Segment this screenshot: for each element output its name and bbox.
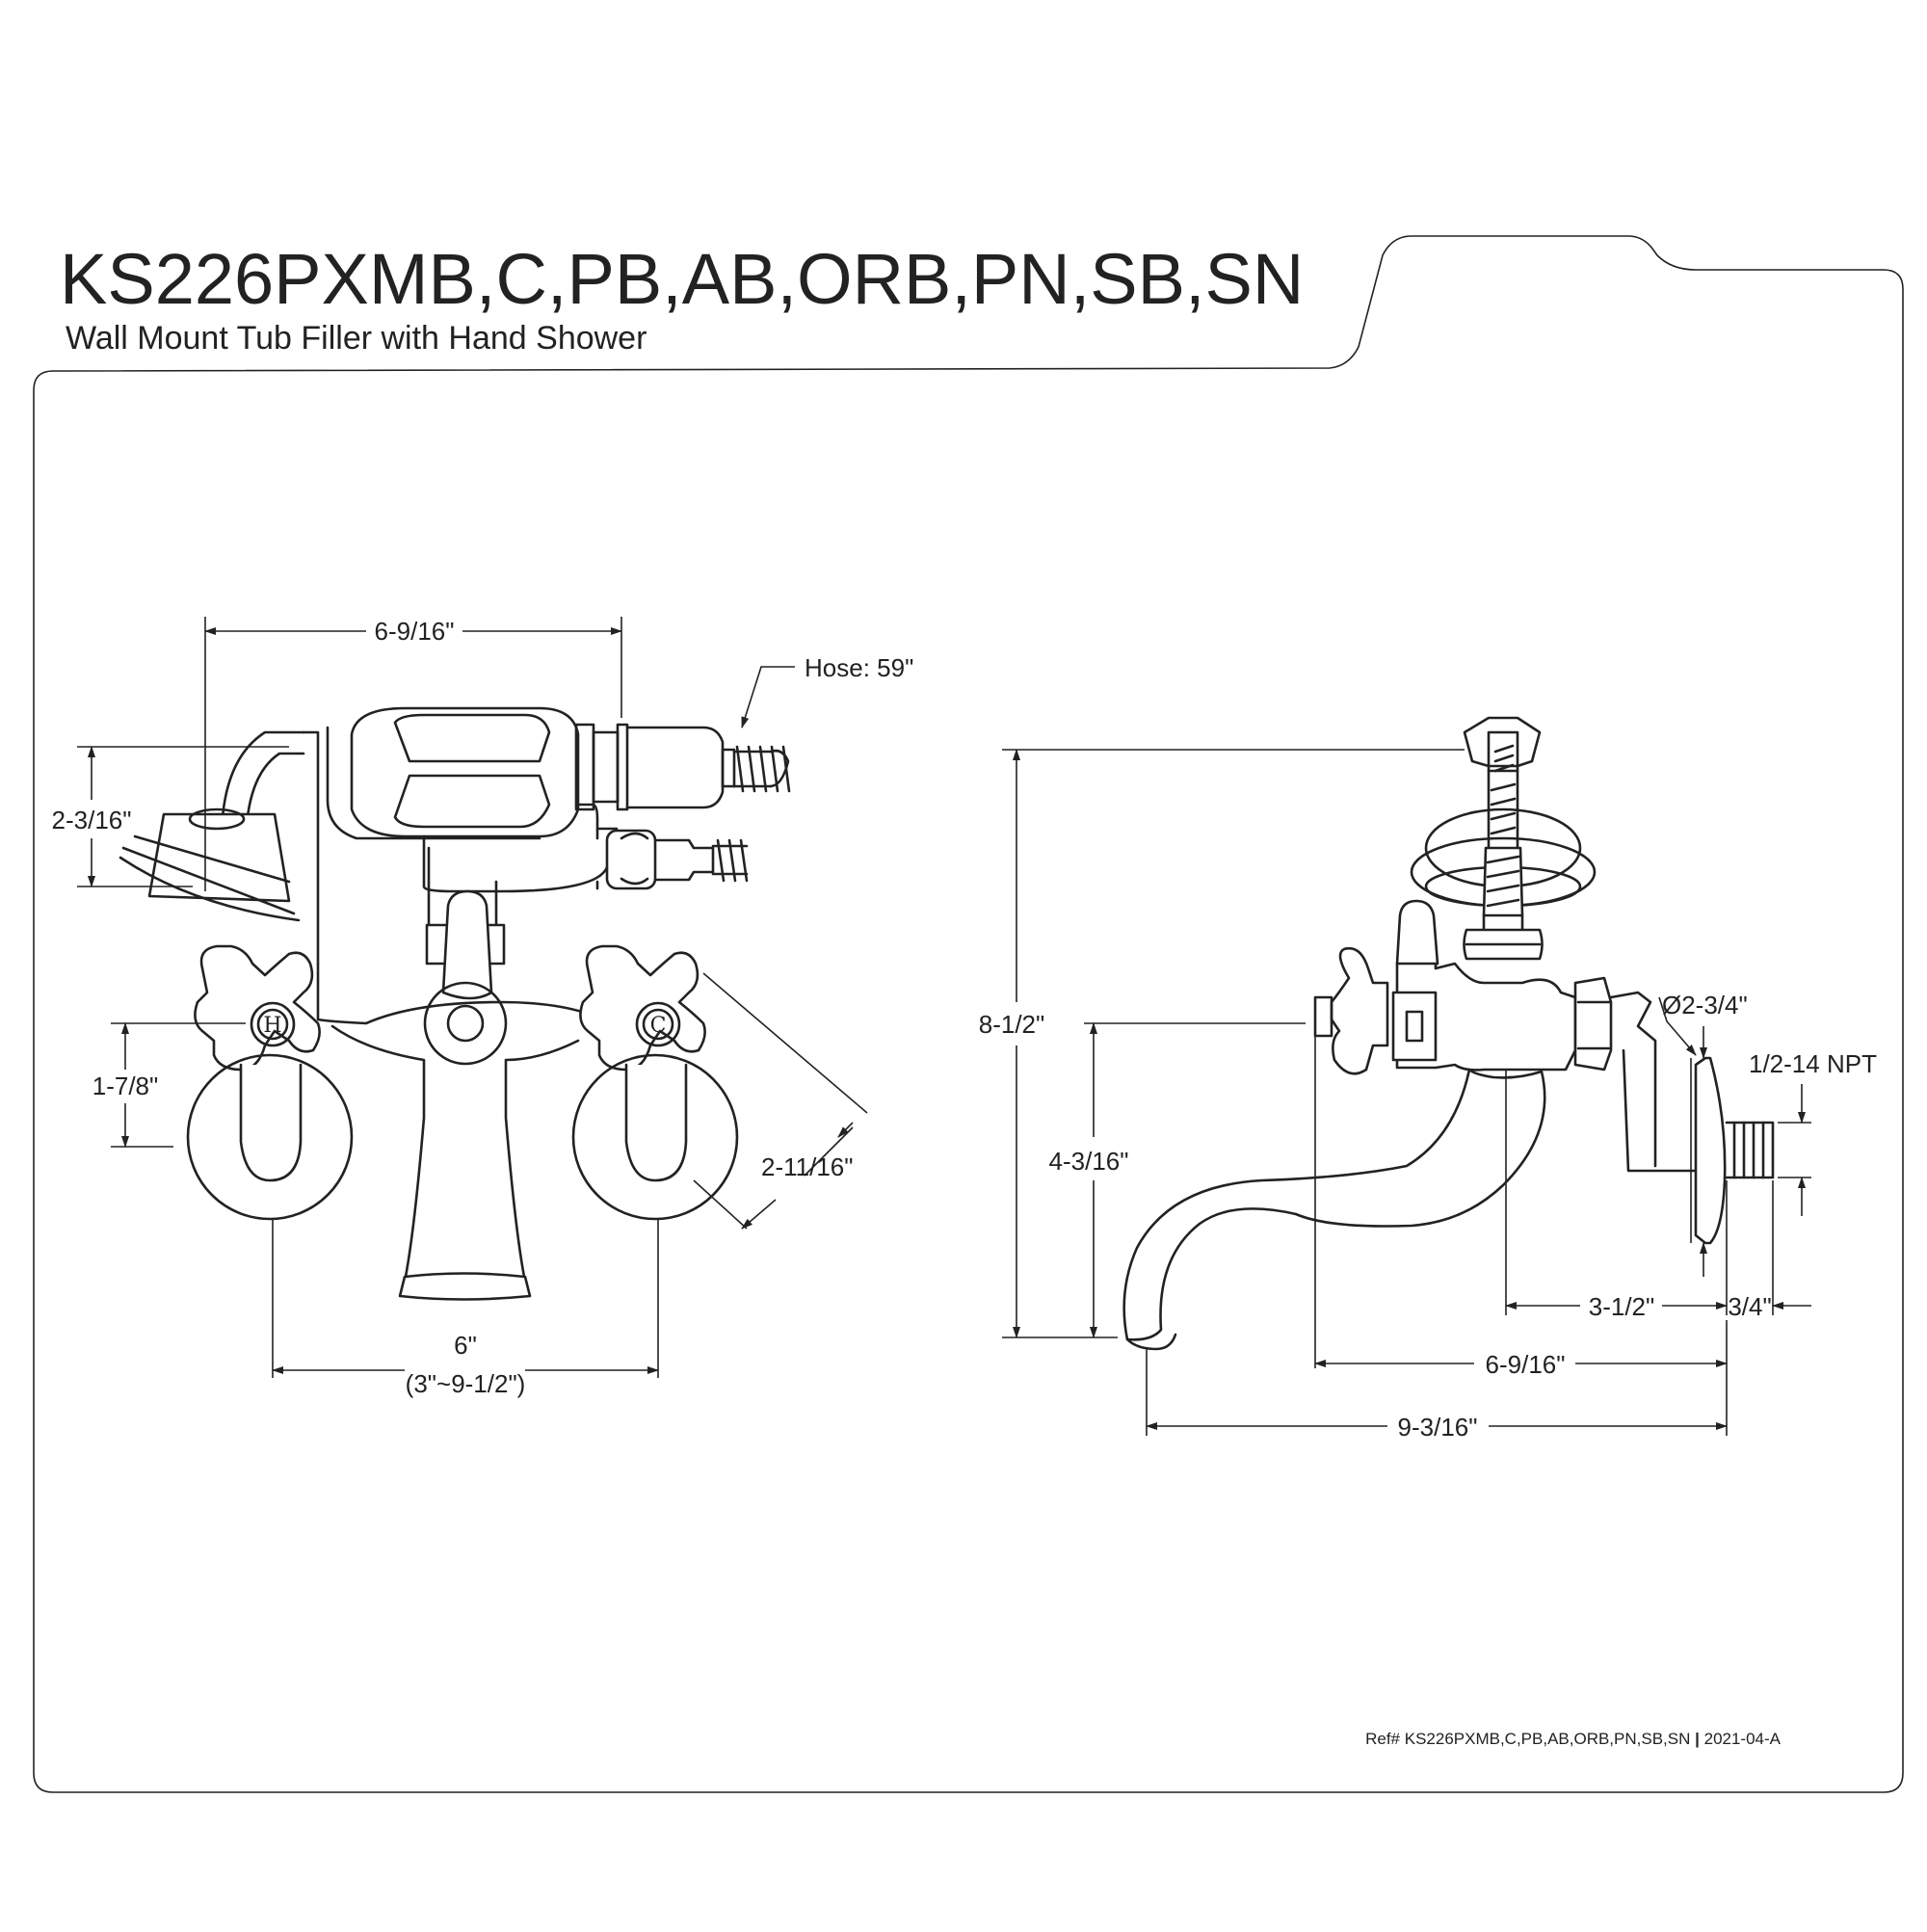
page-title: KS226PXMB,C,PB,AB,ORB,PN,SB,SN [60, 239, 1304, 319]
cold-handle-icon: C [571, 944, 739, 1221]
svg-text:9-3/16": 9-3/16" [1398, 1413, 1478, 1442]
hot-handle-icon: H [186, 944, 354, 1221]
front-view: H C 6-9/16" Hose: 59" 2-3/1 [52, 617, 913, 1398]
cradle-icon [1410, 716, 1597, 932]
side-view: 8-1/2" 4-3/16" Ø2-3/4" 1/2-14 NPT 3 [979, 716, 1877, 1442]
dim-depth-c: 6-9/16" [1314, 1012, 1728, 1436]
dim-width-top: 6-9/16" [204, 617, 622, 891]
shower-handle-icon [350, 706, 629, 838]
svg-text:6": 6" [454, 1331, 477, 1360]
svg-text:3/4": 3/4" [1728, 1292, 1771, 1321]
svg-text:2-11/16": 2-11/16" [761, 1152, 853, 1181]
svg-text:1-7/8": 1-7/8" [92, 1072, 159, 1100]
spout-icon [1122, 1068, 1546, 1351]
side-handle-icon [1313, 946, 1389, 1075]
svg-text:Hose: 59": Hose: 59" [805, 653, 913, 682]
svg-text:(3"~9-1/2"): (3"~9-1/2") [406, 1369, 526, 1398]
dim-spout-height: 4-3/16" [1049, 1022, 1306, 1338]
svg-text:Ø2-3/4": Ø2-3/4" [1662, 991, 1748, 1019]
dim-center: 6" (3"~9-1/2") [272, 1219, 659, 1398]
cold-label: C [650, 1014, 667, 1038]
hose-connector-icon [625, 726, 791, 809]
dim-depth: 3-1/2" 3/4" [1505, 1070, 1811, 1321]
svg-text:8-1/2": 8-1/2" [979, 1010, 1045, 1039]
lower-connector-icon [576, 803, 749, 890]
dim-hose: Hose: 59" [741, 653, 913, 728]
dim-total-height: 8-1/2" [979, 749, 1465, 1338]
dim-handle-diag: 2-11/16" [693, 972, 868, 1229]
dim-flange-height [1690, 1026, 1707, 1277]
footer-ref: Ref# KS226PXMB,C,PB,AB,ORB,PN,SB,SN | 20… [1365, 1730, 1782, 1748]
svg-text:1/2-14 NPT: 1/2-14 NPT [1749, 1049, 1877, 1078]
page-border [33, 235, 1904, 1793]
dim-flange-dia: Ø2-3/4" [1658, 991, 1748, 1056]
dim-handle-height: 1-7/8" [92, 1022, 246, 1148]
svg-text:3-1/2": 3-1/2" [1589, 1292, 1655, 1321]
svg-text:6-9/16": 6-9/16" [1486, 1350, 1566, 1379]
page-subtitle: Wall Mount Tub Filler with Hand Shower [66, 320, 647, 357]
hand-shower-icon [119, 730, 305, 922]
dim-reach: 9-3/16" [1146, 1349, 1728, 1442]
hot-label: H [263, 1014, 281, 1038]
dim-npt: 1/2-14 NPT [1749, 1049, 1877, 1216]
dim-shower-height: 2-3/16" [52, 746, 289, 887]
svg-text:4-3/16": 4-3/16" [1049, 1147, 1129, 1176]
svg-text:2-3/16": 2-3/16" [52, 806, 132, 834]
svg-text:6-9/16": 6-9/16" [375, 617, 455, 646]
diverter-icon [425, 889, 506, 1000]
